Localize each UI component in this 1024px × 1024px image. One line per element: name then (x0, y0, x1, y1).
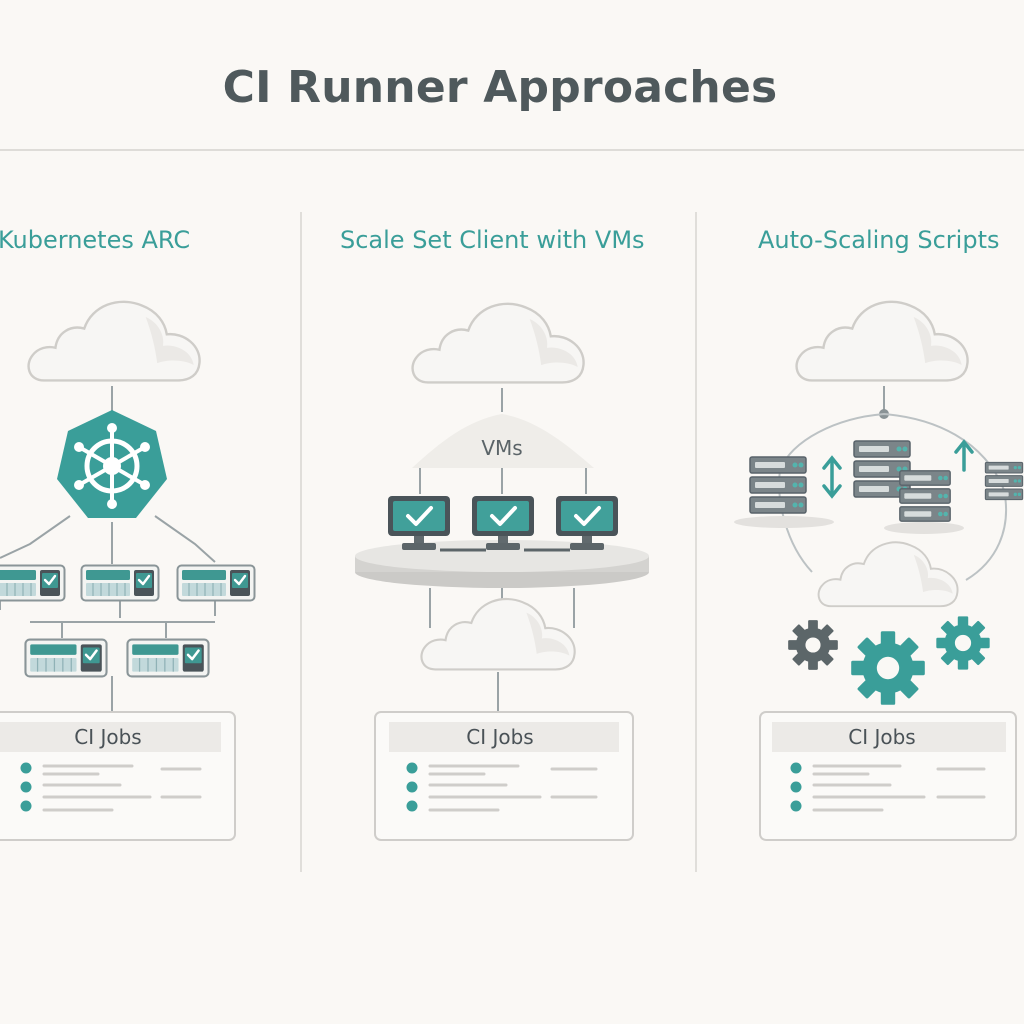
panel-title-scale-set: Scale Set Client with VMs (340, 226, 645, 254)
panel-kubernetes-arc: CI Jobs (0, 300, 256, 841)
gear-icon (851, 631, 925, 705)
gear-icon (936, 616, 990, 670)
cloud-icon (817, 541, 959, 608)
gear-icon (788, 620, 838, 670)
server-icon (984, 461, 1024, 501)
scale-arrow-icon (954, 439, 974, 472)
runner-node (176, 564, 256, 602)
scaling-orbit (779, 412, 1008, 581)
ci-jobs-panel: CI Jobs (0, 711, 236, 841)
panel-title-kubernetes-arc: Kubernetes ARC (0, 226, 191, 254)
panel-title-auto-scaling: Auto-Scaling Scripts (758, 226, 1000, 254)
runner-node (24, 638, 108, 678)
ci-jobs-panel: CI Jobs (374, 711, 634, 841)
server-icon (749, 456, 807, 514)
vms-label: VMs (481, 436, 522, 460)
panel-scale-set: VMs CI Jobs (355, 302, 649, 841)
runner-node (0, 564, 66, 602)
kubernetes-helm-icon (57, 410, 167, 518)
ci-jobs-panel: CI Jobs (759, 711, 1017, 841)
runner-node (80, 564, 160, 602)
cloud-icon (420, 597, 576, 671)
page-title: CI Runner Approaches (222, 62, 778, 113)
ci-jobs-title: CI Jobs (74, 725, 141, 749)
runner-node (126, 638, 210, 678)
cloud-icon (411, 302, 585, 384)
scale-arrow-icon (822, 455, 842, 499)
ci-jobs-title: CI Jobs (466, 725, 533, 749)
ci-jobs-title: CI Jobs (848, 725, 915, 749)
panel-auto-scaling: CI Jobs (734, 300, 1024, 841)
server-icon (899, 470, 951, 522)
vm-pool-canopy (412, 414, 594, 468)
cloud-icon (795, 300, 969, 382)
cloud-icon (27, 300, 201, 382)
